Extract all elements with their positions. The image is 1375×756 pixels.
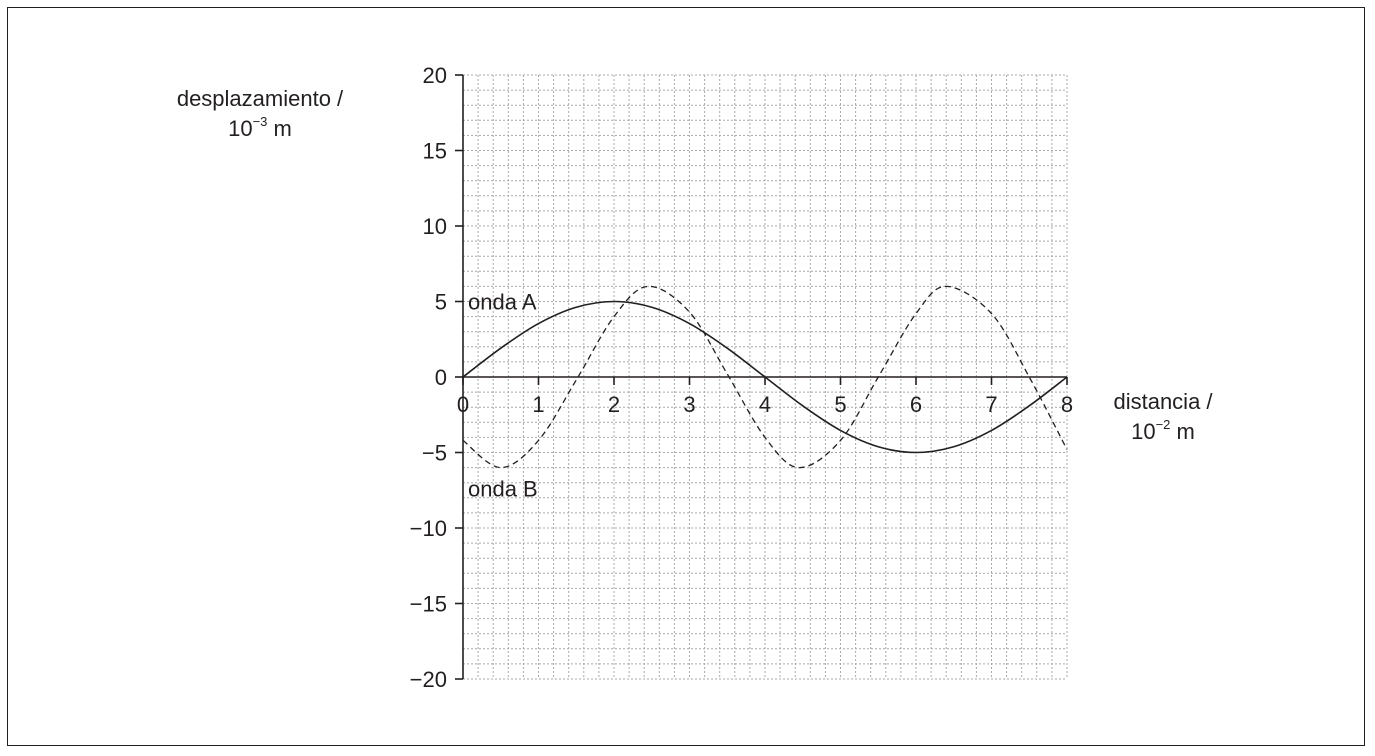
series-label-onda-b: onda B (468, 477, 538, 502)
series-label-onda-a: onda A (468, 290, 537, 315)
y-tick-label: 20 (423, 63, 447, 88)
x-tick-label: 2 (608, 392, 620, 417)
series-lines (462, 285, 1068, 469)
y-tick-label: 0 (435, 365, 447, 390)
x-unit-suffix: m (1176, 419, 1195, 444)
x-tick-label: 3 (683, 392, 695, 417)
y-tick-label: 10 (423, 214, 447, 239)
y-unit-base: 10 (228, 116, 253, 141)
figure-frame (7, 7, 1365, 746)
y-unit-exponent: −3 (252, 113, 268, 129)
y-tick-label: −20 (410, 667, 447, 692)
y-axis-label: desplazamiento / 10−3 m (140, 84, 380, 144)
x-tick-label: 7 (985, 392, 997, 417)
x-tick-label: 8 (1061, 392, 1073, 417)
x-axis-unit: 10−2 m (1088, 417, 1238, 447)
y-tick-label: −10 (410, 516, 447, 541)
x-tick-label: 6 (910, 392, 922, 417)
x-axis-label-text: distancia / (1113, 389, 1213, 414)
series-line-onda-b (462, 285, 1068, 469)
x-tick-label: 5 (834, 392, 846, 417)
y-unit-suffix: m (273, 116, 292, 141)
y-tick-label: −15 (410, 592, 447, 617)
x-tick-label: 1 (532, 392, 544, 417)
y-tick-label: −5 (422, 441, 447, 466)
x-tick-label: 0 (457, 392, 469, 417)
y-tick-label: 15 (423, 139, 447, 164)
series-line-onda-a (462, 300, 1068, 454)
tick-labels: 20 15 10 5 0 −5 −10 −15 −20 0 1 2 3 4 5 6 7 8 (410, 63, 1073, 692)
y-tick-label: 5 (435, 290, 447, 315)
y-axis-label-text: desplazamiento / (176, 86, 344, 111)
series-labels: onda A onda B (468, 290, 538, 502)
x-unit-base: 10 (1131, 419, 1156, 444)
x-tick-label: 4 (759, 392, 771, 417)
x-unit-exponent: −2 (1155, 416, 1171, 432)
y-axis-unit: 10−3 m (140, 114, 380, 144)
x-axis-label: distancia / 10−2 m (1088, 387, 1238, 447)
